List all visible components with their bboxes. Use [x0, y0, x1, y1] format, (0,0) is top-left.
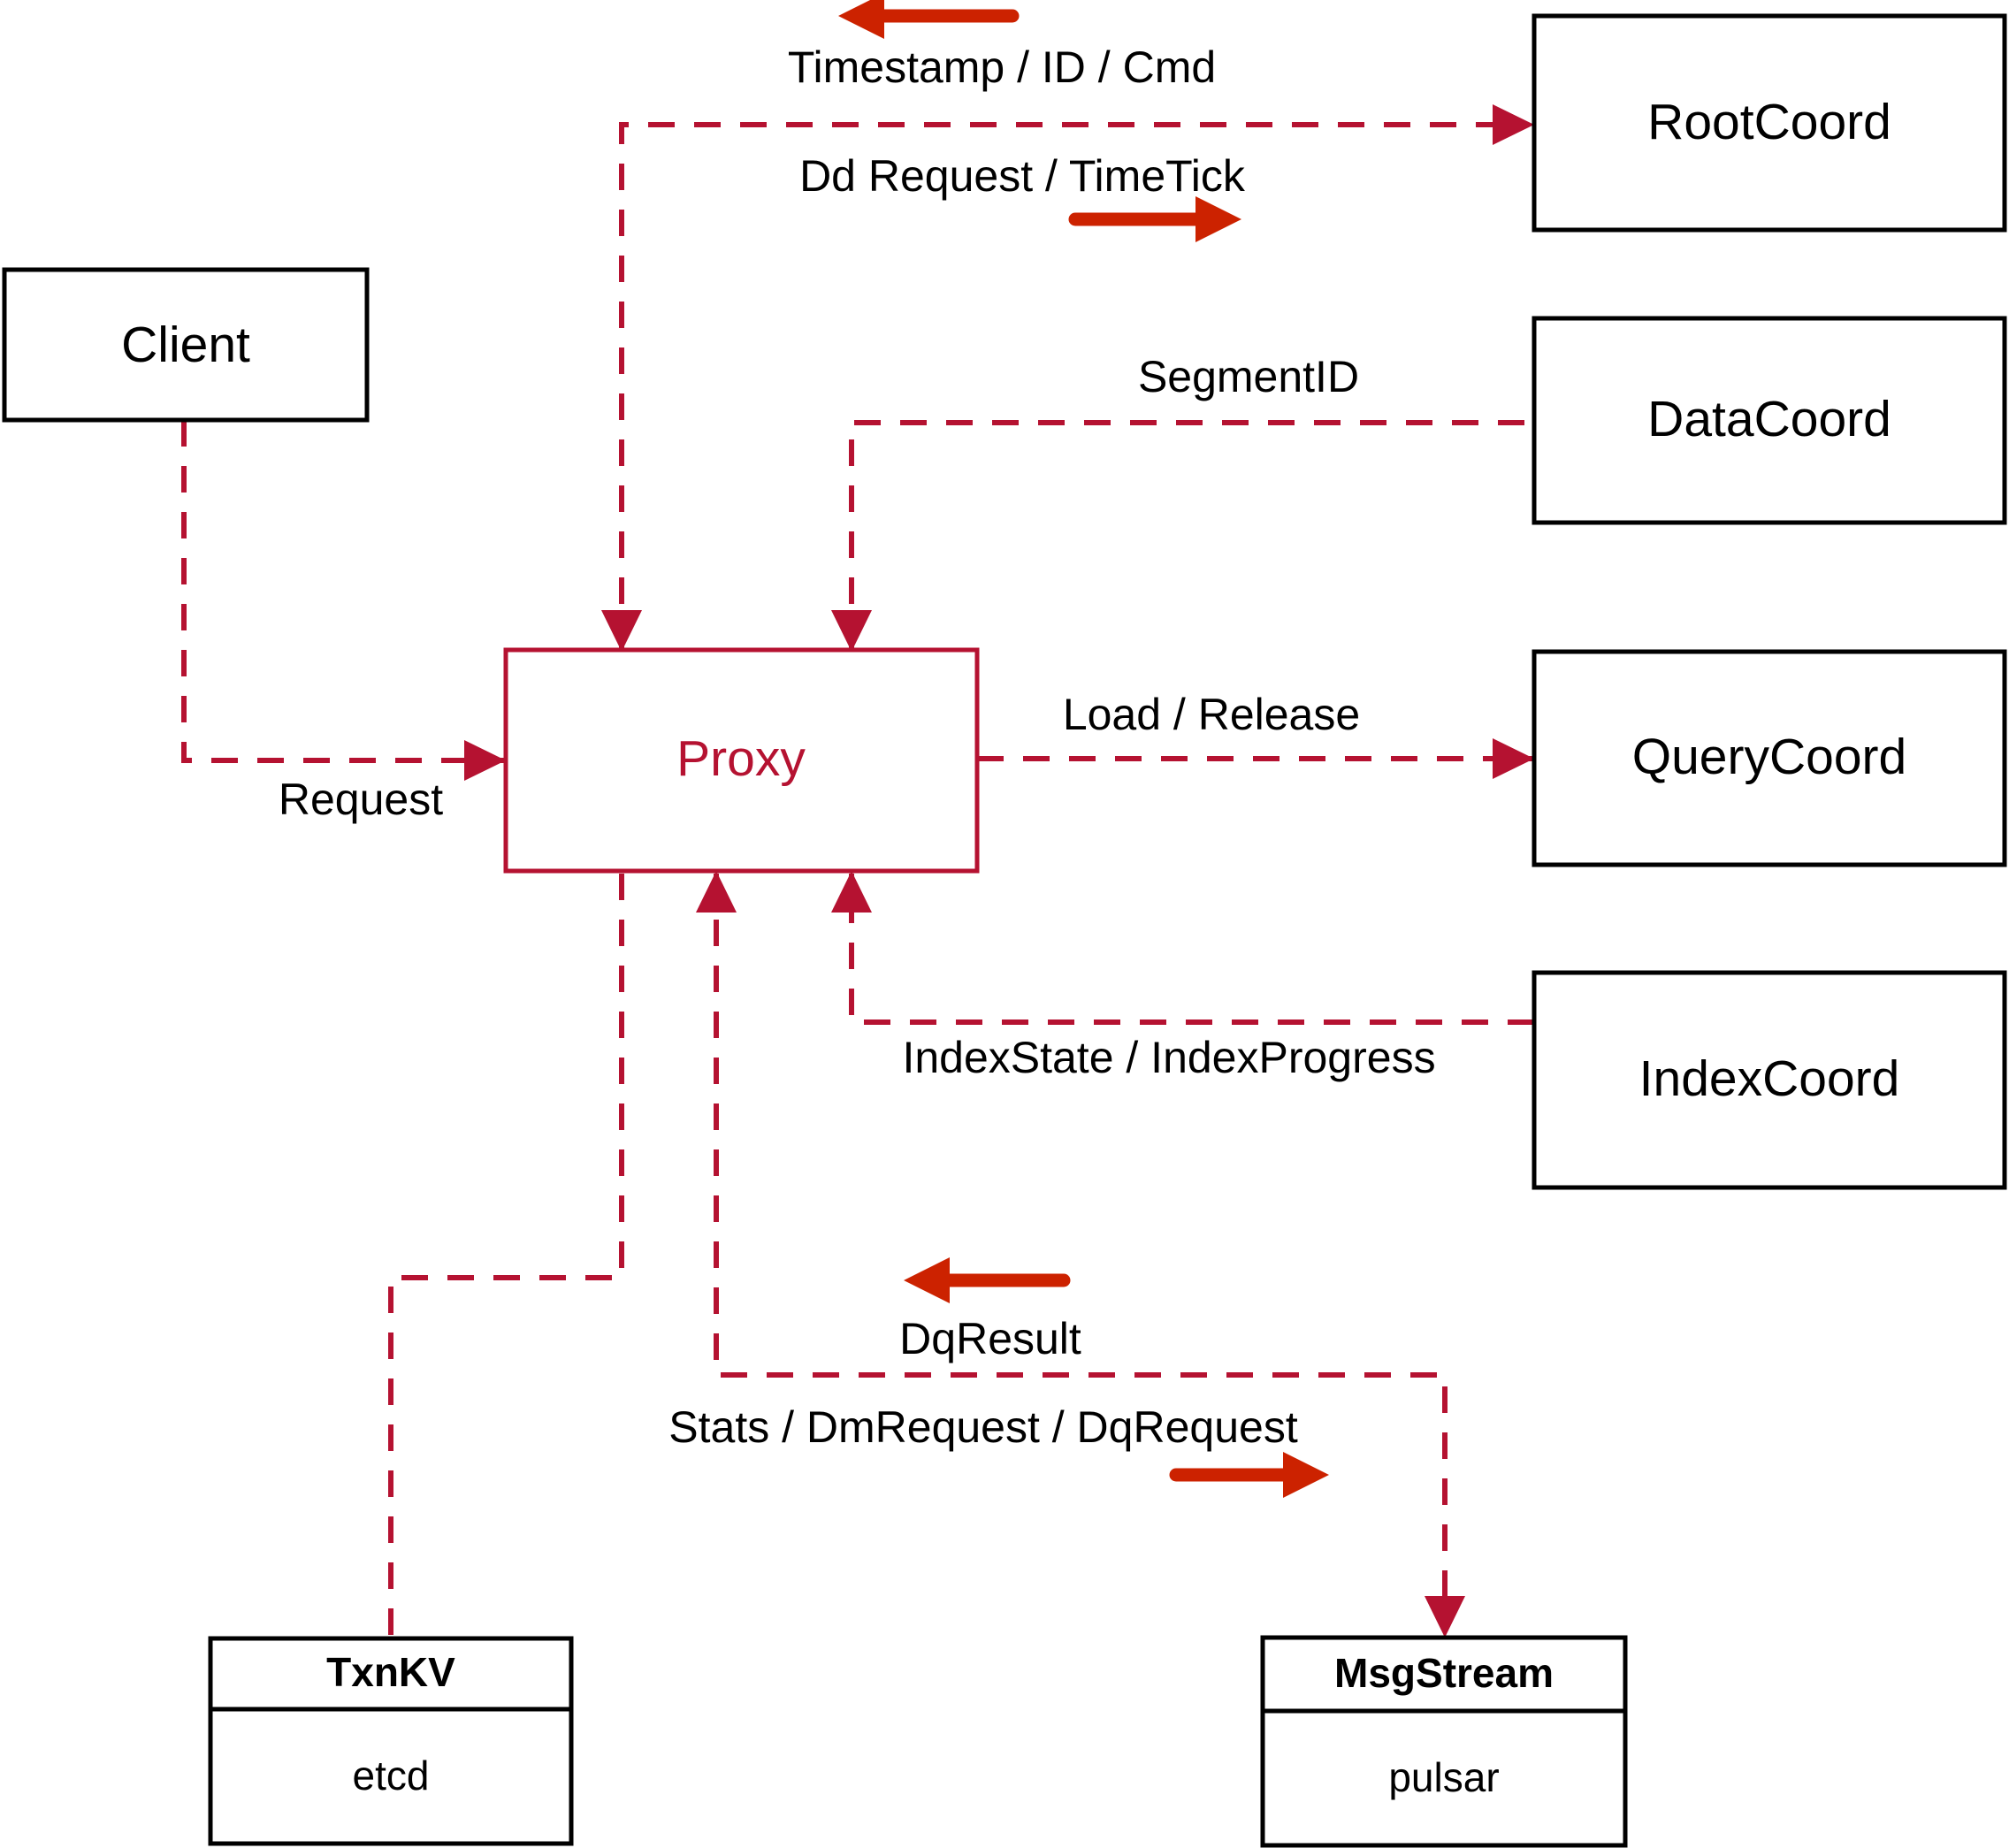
flow-proxy-msgstream [714, 874, 1448, 1627]
node-proxy-label: Proxy [676, 730, 806, 787]
flow-proxy-txnkv [388, 874, 624, 1638]
edge-label-index-state-progress: IndexState / IndexProgress [902, 1033, 1435, 1082]
flow-client-proxy [181, 420, 504, 763]
arrowhead-into-rootcoord [1493, 104, 1534, 145]
arrowhead-into-proxy-bottom-right [831, 871, 872, 913]
arrowhead-into-proxy-top-left [601, 610, 642, 652]
node-msgstream-label: MsgStream [1334, 1650, 1554, 1696]
node-txnkv[interactable]: TxnKV etcd [208, 1636, 574, 1846]
flow-indexcoord-proxy [849, 874, 1534, 1025]
arrowhead-into-proxy-bottom-left [696, 871, 737, 913]
node-txnkv-label: TxnKV [326, 1649, 455, 1695]
arrowhead-into-querycoord [1493, 738, 1534, 779]
direction-arrow-dqresult [904, 1257, 1071, 1303]
node-client[interactable]: Client [2, 267, 370, 423]
node-client-label: Client [121, 317, 250, 373]
node-datacoord[interactable]: DataCoord [1532, 316, 2007, 525]
edge-label-load-release: Load / Release [1063, 690, 1360, 739]
edge-label-dq-result: DqResult [899, 1314, 1081, 1363]
edge-label-timestamp-id-cmd: Timestamp / ID / Cmd [788, 42, 1216, 92]
arrowhead-into-msgstream [1425, 1596, 1465, 1638]
node-txnkv-impl-label: etcd [353, 1753, 430, 1798]
node-proxy[interactable]: Proxy [503, 647, 980, 874]
node-indexcoord-label: IndexCoord [1639, 1050, 1900, 1107]
node-querycoord[interactable]: QueryCoord [1532, 649, 2007, 867]
node-rootcoord[interactable]: RootCoord [1532, 13, 2007, 233]
node-datacoord-label: DataCoord [1647, 391, 1891, 447]
direction-arrow-dd-request-timetick [1068, 196, 1241, 242]
direction-arrow-stats-dm-dq-request [1169, 1452, 1329, 1498]
node-msgstream[interactable]: MsgStream pulsar [1260, 1635, 1628, 1848]
node-indexcoord[interactable]: IndexCoord [1532, 970, 2007, 1190]
arrowhead-into-proxy-left [464, 740, 506, 781]
edge-label-request: Request [279, 775, 443, 824]
edge-label-stats-dm-dq-request: Stats / DmRequest / DqRequest [668, 1402, 1298, 1452]
flow-datacoord-proxy [849, 420, 1534, 650]
flow-rootcoord-proxy [619, 122, 1503, 650]
edge-label-dd-request-timetick: Dd Request / TimeTick [799, 151, 1246, 201]
edge-label-segment-id: SegmentID [1138, 352, 1359, 401]
node-querycoord-label: QueryCoord [1632, 729, 1906, 785]
arrowhead-into-proxy-top-right [831, 610, 872, 652]
node-msgstream-impl-label: pulsar [1388, 1754, 1499, 1800]
node-rootcoord-label: RootCoord [1647, 94, 1891, 150]
direction-arrow-timestamp-id-cmd [838, 0, 1020, 39]
